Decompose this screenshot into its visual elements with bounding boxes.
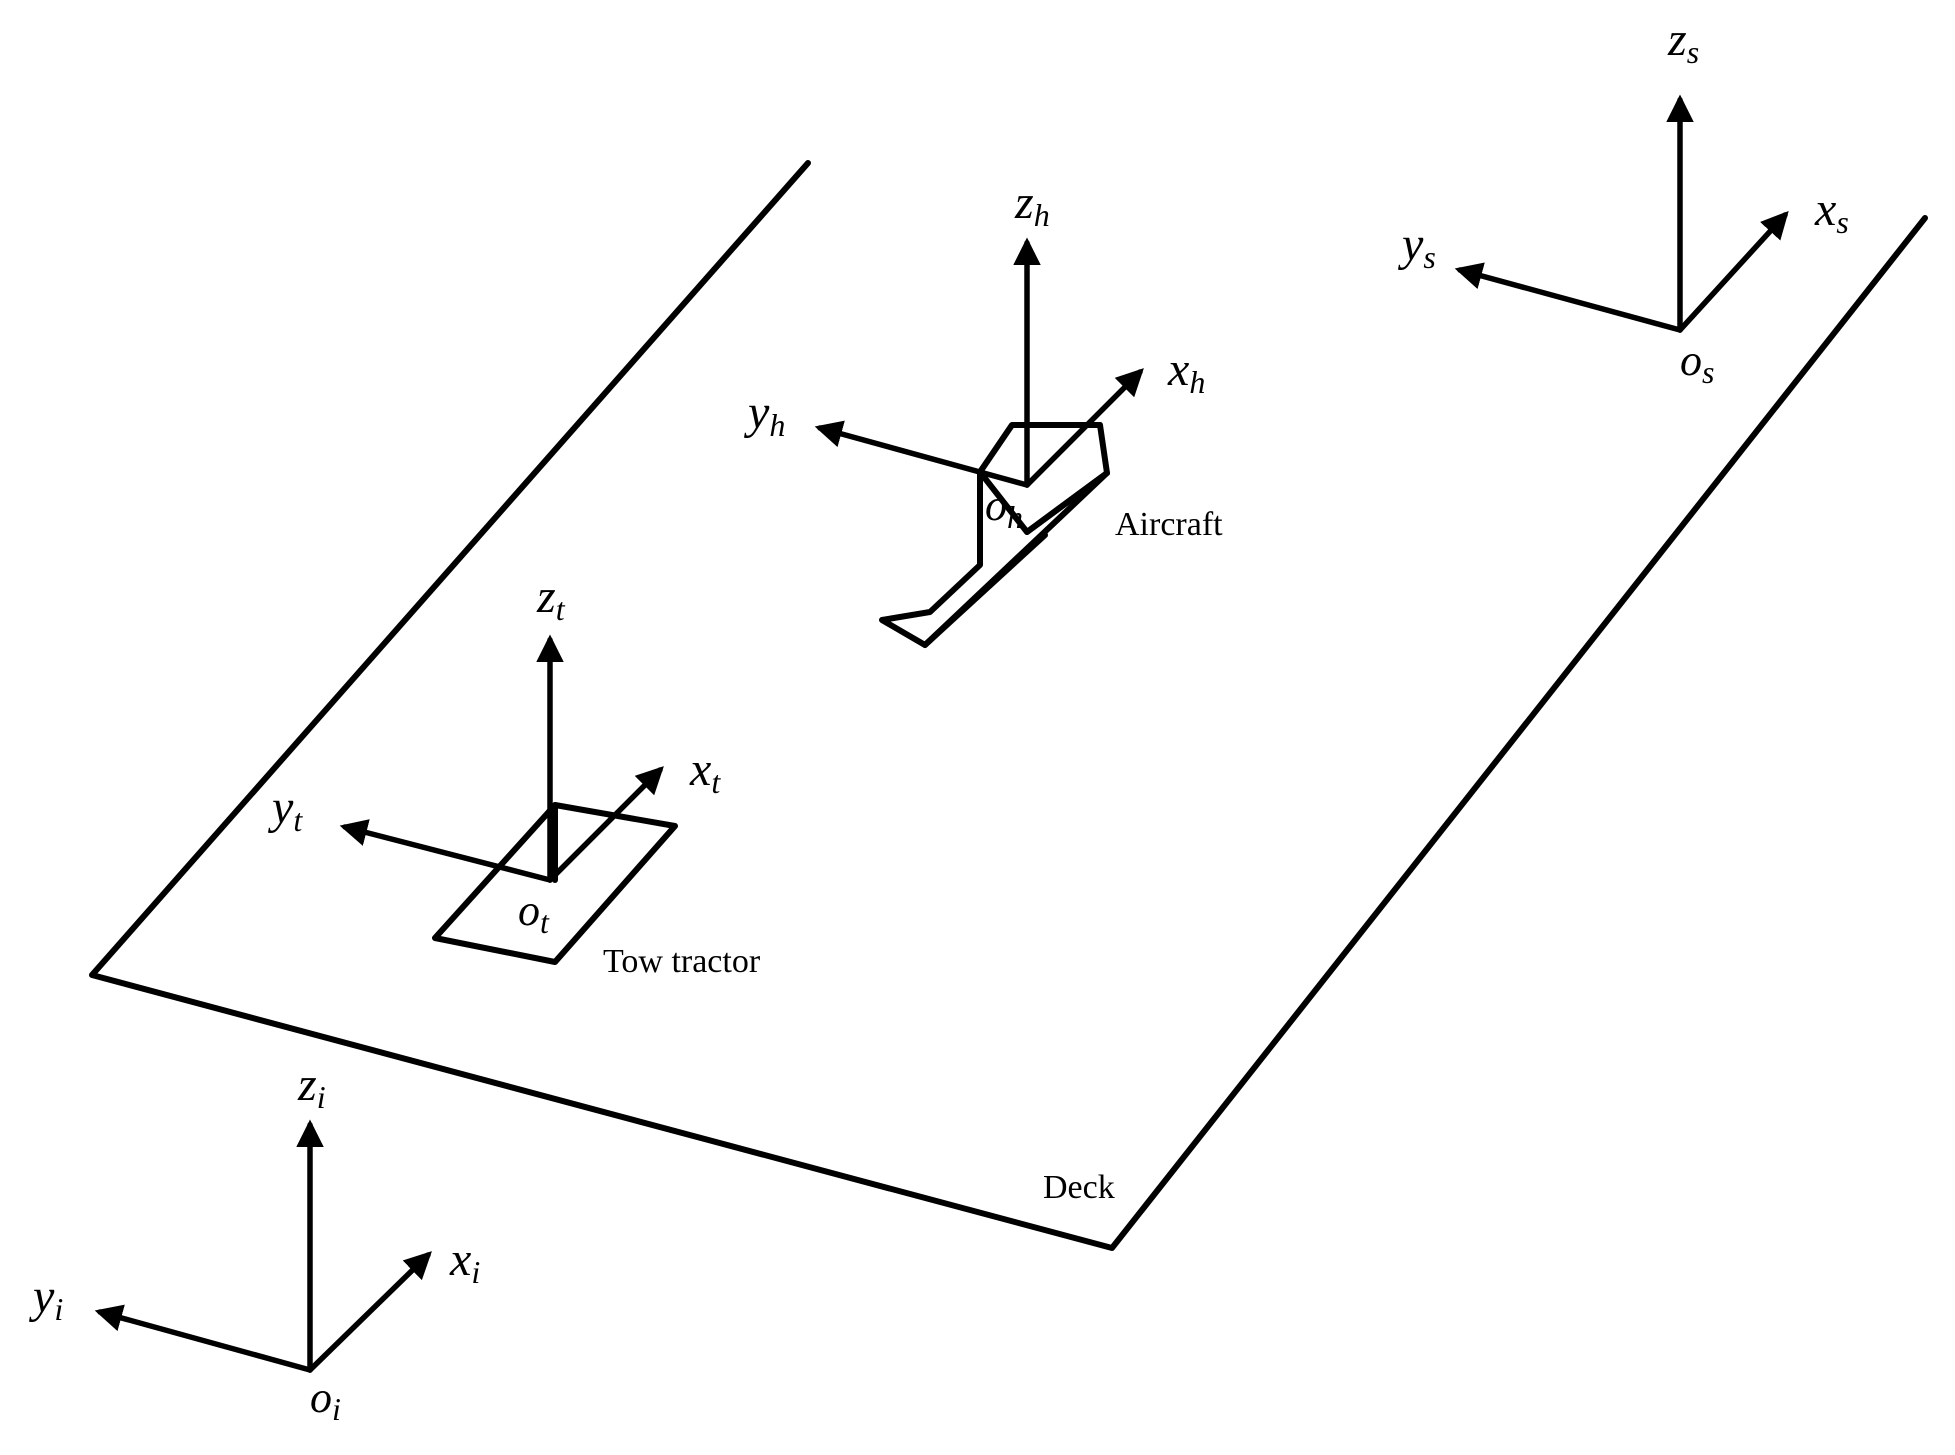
frame-s: zs xs ys os	[1397, 13, 1849, 390]
svg-text:zs: zs	[1667, 13, 1699, 70]
axis-yh	[814, 420, 1030, 488]
frame-i: zi xi yi oi	[28, 1058, 480, 1427]
svg-text:xh: xh	[1167, 343, 1205, 400]
svg-text:oh: oh	[985, 481, 1023, 535]
aircraft-shape	[879, 422, 1110, 648]
axis-xt	[547, 766, 664, 883]
svg-text:zi: zi	[297, 1058, 326, 1115]
svg-text:ot: ot	[518, 886, 550, 940]
tow-tractor-label: Tow tractor	[603, 943, 761, 980]
frame-t: zt xt yt ot	[267, 570, 721, 940]
svg-text:oi: oi	[310, 1373, 341, 1427]
axis-xi	[307, 1251, 432, 1373]
svg-text:zt: zt	[536, 570, 566, 627]
deck-outline	[89, 160, 1928, 1251]
svg-text:ys: ys	[1397, 218, 1436, 275]
tow-tractor-shape	[432, 802, 678, 965]
axis-xs	[1677, 210, 1789, 333]
frame-h: zh xh yh oh	[743, 176, 1205, 535]
svg-text:os: os	[1680, 336, 1714, 390]
deck-label: Deck	[1043, 1169, 1115, 1206]
svg-text:xs: xs	[1814, 183, 1849, 240]
svg-text:yt: yt	[267, 781, 303, 838]
axis-ys	[1454, 262, 1683, 333]
svg-text:xi: xi	[449, 1233, 480, 1290]
axis-yt	[339, 819, 553, 883]
svg-text:yi: yi	[28, 1270, 63, 1327]
svg-text:xt: xt	[689, 743, 721, 800]
axis-xh	[1024, 368, 1144, 488]
axis-yi	[94, 1304, 313, 1373]
svg-text:yh: yh	[743, 386, 785, 443]
svg-text:zh: zh	[1014, 176, 1050, 233]
aircraft-label: Aircraft	[1115, 506, 1223, 543]
